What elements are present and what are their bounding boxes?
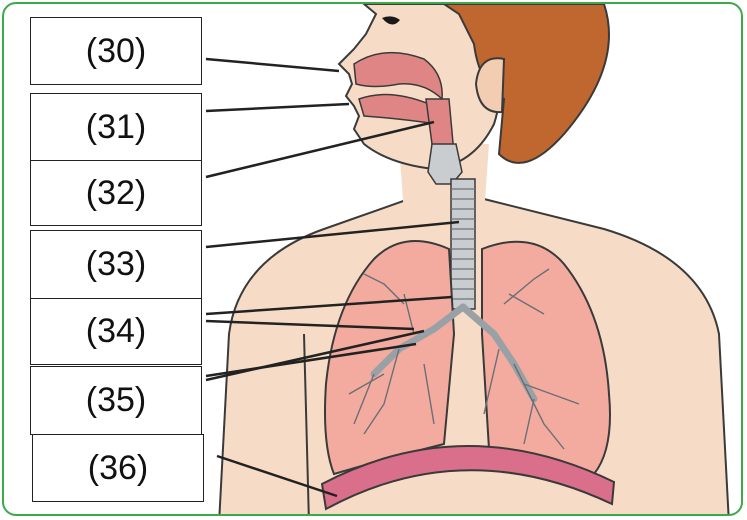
label-box-34[interactable]: (34): [30, 298, 202, 365]
label-box-31[interactable]: (31): [30, 93, 202, 161]
label-box-35[interactable]: (35): [30, 366, 202, 435]
label-box-36[interactable]: (36): [32, 434, 204, 502]
larynx: [428, 144, 462, 184]
label-box-32[interactable]: (32): [30, 160, 202, 226]
label-box-30[interactable]: (30): [30, 17, 202, 85]
label-box-33[interactable]: (33): [30, 230, 202, 299]
